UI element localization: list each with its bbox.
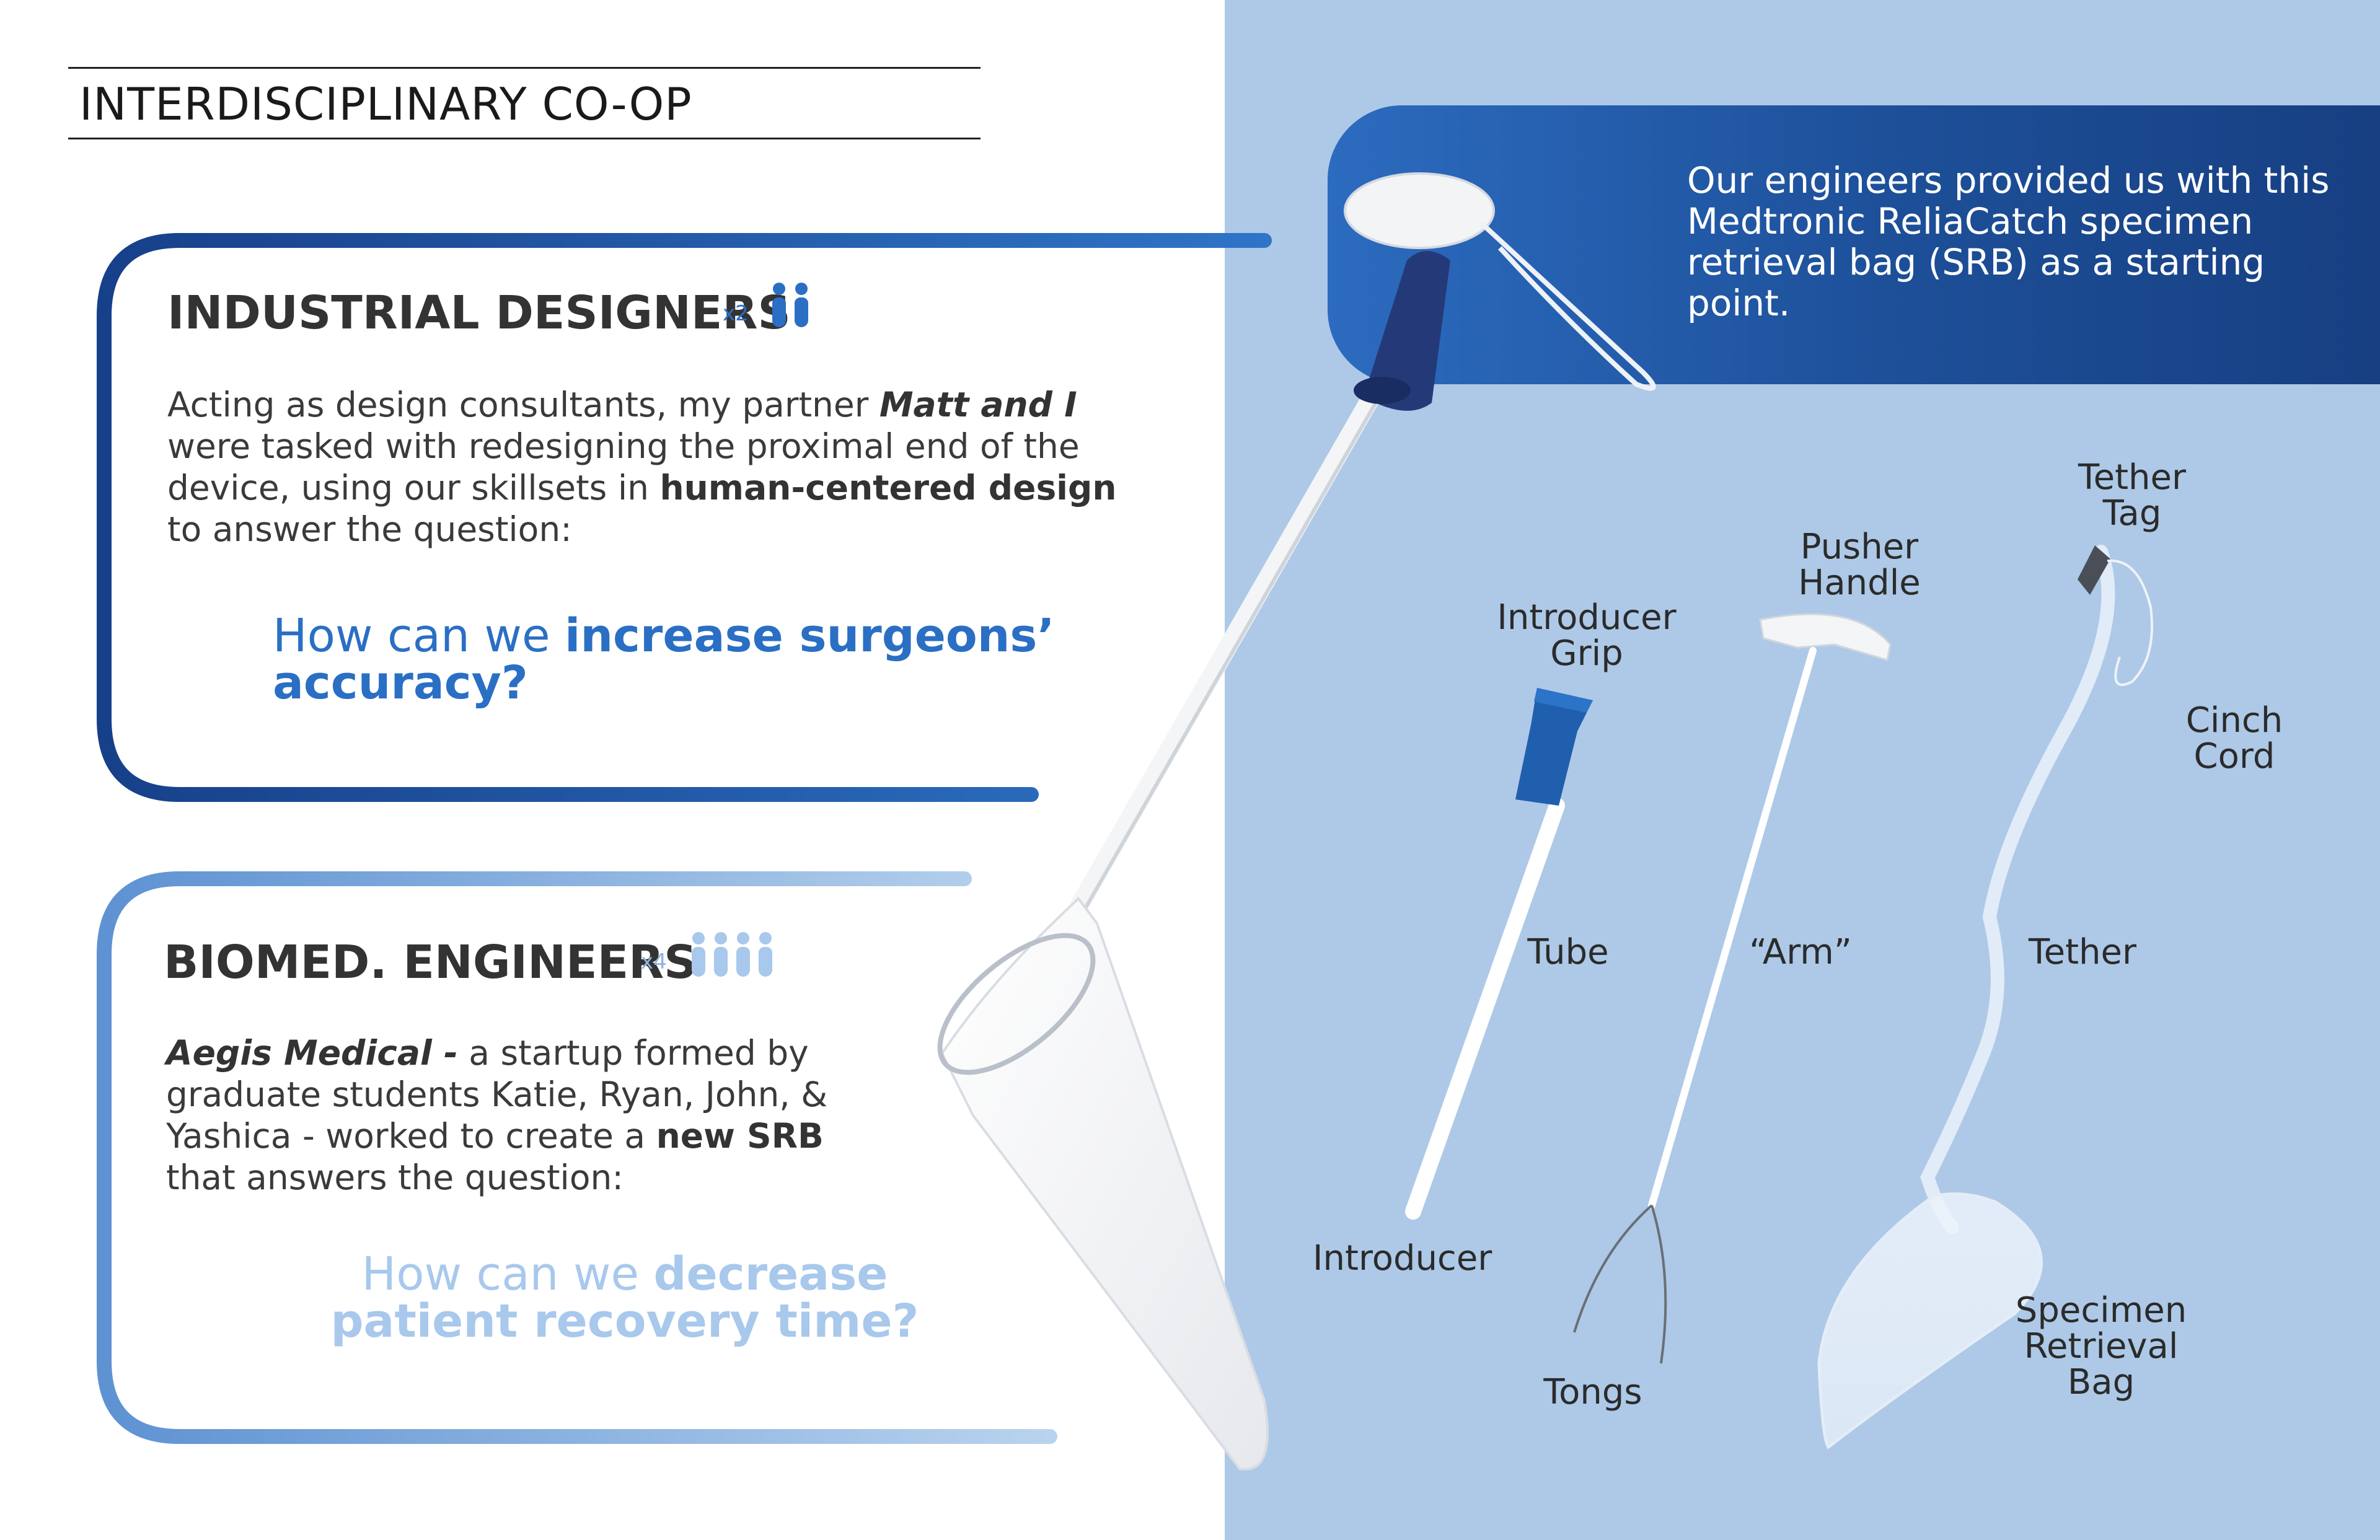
label-introducer-grip: Introducer Grip [1497,597,1677,674]
industrial-paragraph: Acting as design consultants, my partner… [167,385,1117,549]
title-rule-bottom [68,138,981,139]
industrial-frame [97,233,1272,802]
label-tongs: Tongs [1543,1372,1642,1412]
person-icon [759,932,772,977]
tether-bag-image [1817,545,2153,1450]
industrial-title: INDUSTRIAL DESIGNERS [167,286,791,340]
introducer-image [1405,688,1593,1220]
label-introducer: Introducer [1313,1238,1492,1278]
industrial-count: x2 [723,301,749,326]
pusher-image [1573,613,1892,1364]
label-tether: Tether [2028,932,2137,972]
label-tether-tag: Tether Tag [2078,457,2187,534]
left-panel [0,0,1225,1540]
person-icon [736,932,750,977]
biomed-title: BIOMED. ENGINEERS [164,936,697,989]
label-cinch-cord: Cinch Cord [2185,700,2283,777]
label-tube: Tube [1527,932,1609,972]
biomed-count: x4 [641,949,667,974]
person-icon [795,283,808,327]
assembled-device-image [937,172,1656,1471]
person-icon [714,932,728,977]
industrial-people-icons [772,283,808,327]
person-icon [692,932,705,977]
label-specimen-retrieval-bag: Specimen Retrieval Bag [2015,1290,2187,1402]
biomed-paragraph: Aegis Medical - a startup formed by grad… [166,1033,828,1197]
page-title: INTERDISCIPLINARY CO-OP [79,78,692,130]
banner-text: Our engineers provided us with this Medt… [1687,159,2330,324]
label-arm: “Arm” [1749,932,1852,972]
label-pusher-handle: Pusher Handle [1798,527,1921,603]
industrial-question: How can we increase surgeons’ accuracy? [273,609,1055,710]
title-rule-top [68,67,981,69]
biomed-frame [97,871,1057,1444]
biomed-people-icons [692,932,772,977]
person-icon [772,283,786,327]
